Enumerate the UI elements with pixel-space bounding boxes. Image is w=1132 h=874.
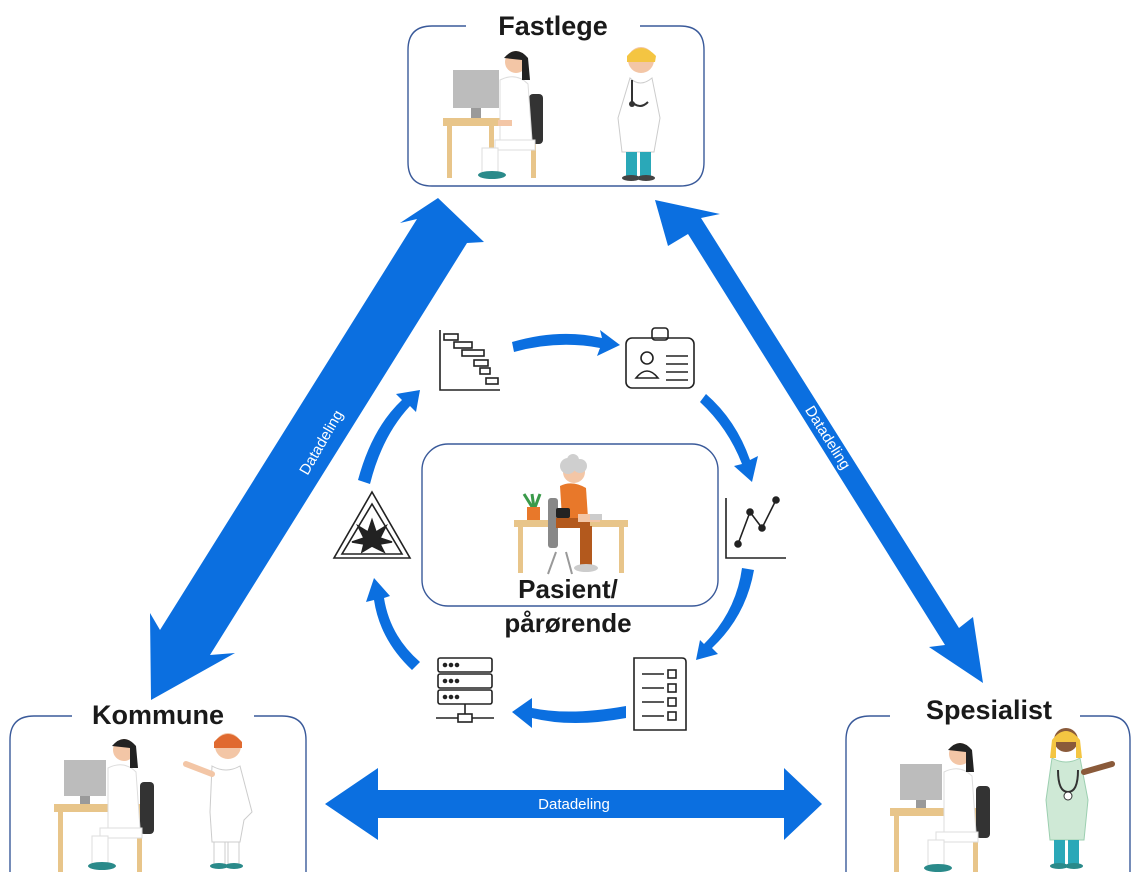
line-chart-icon — [725, 496, 786, 559]
kommune-box: Kommune — [9, 700, 307, 872]
receptionist-figure-kommune — [54, 739, 154, 872]
cycle-arrows — [358, 330, 758, 728]
spesialist-box: Spesialist — [845, 695, 1131, 872]
datadeling-arrow-fastlege-spesialist: Datadeling — [655, 200, 983, 683]
kommune-title: Kommune — [92, 700, 224, 730]
datadeling-arrow-fastlege-kommune: Datadeling — [150, 198, 484, 700]
fastlege-box: Fastlege — [407, 11, 705, 187]
fastlege-title: Fastlege — [498, 11, 608, 41]
gantt-chart-icon — [439, 330, 500, 391]
checklist-icon — [633, 657, 687, 731]
pasient-box: Pasient/ pårørende — [421, 443, 719, 638]
datadeling-arrow-kommune-spesialist: Datadeling — [325, 768, 822, 840]
receptionist-figure-spesialist — [890, 743, 990, 872]
doctor-figure — [617, 47, 661, 181]
server-network-icon — [436, 657, 494, 723]
pasient-title-line1: Pasient/ — [518, 574, 618, 604]
receptionist-figure — [443, 51, 543, 179]
datadeling-label-bottom: Datadeling — [538, 796, 610, 813]
specialist-doctor-figure — [1045, 728, 1115, 869]
nurse-figure-kommune — [183, 733, 253, 869]
datadeling-label-right: Datadeling — [801, 403, 853, 473]
patient-figure — [514, 454, 628, 575]
hazard-warning-icon — [332, 490, 412, 559]
spesialist-title: Spesialist — [926, 695, 1052, 725]
pasient-title-line2: pårørende — [504, 608, 631, 638]
id-card-icon — [625, 327, 695, 389]
